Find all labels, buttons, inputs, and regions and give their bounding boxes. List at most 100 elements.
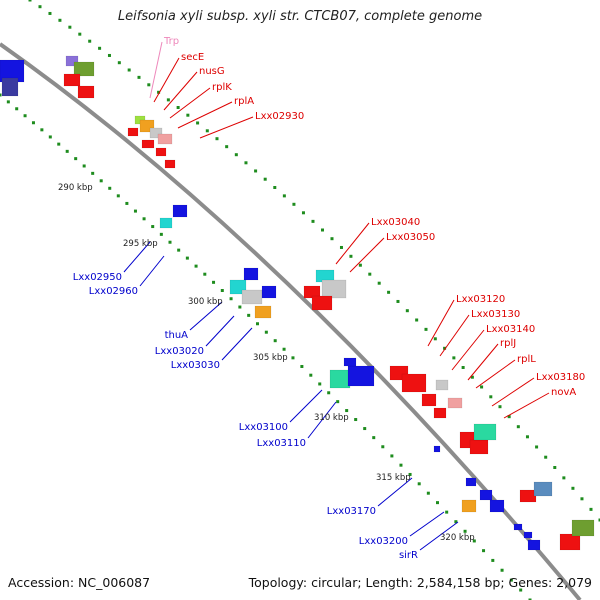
guide-dot	[516, 425, 520, 429]
map-title: Leifsonia xyli subsp. xyli str. CTCB07, …	[117, 9, 483, 24]
guide-dot	[108, 186, 112, 190]
guide-dot	[185, 256, 189, 260]
gene-label-sece: secE	[181, 52, 204, 63]
gene-label-thua: thuA	[165, 330, 189, 341]
guide-dot	[91, 171, 95, 175]
label-leader-line	[149, 41, 163, 99]
guide-dot	[40, 128, 44, 132]
guide-dot	[363, 427, 367, 431]
guide-dot	[234, 153, 238, 157]
gene-label-rplk: rplK	[212, 82, 232, 93]
guide-dot	[461, 366, 465, 369]
label-leader-line	[153, 57, 180, 103]
gene-label-nusg: nusG	[199, 66, 225, 77]
gene-label-lxx02930: Lxx02930	[255, 111, 304, 122]
gene-block	[461, 499, 477, 513]
guide-dot	[507, 415, 511, 419]
gene-block	[329, 369, 351, 389]
gene-block	[473, 423, 497, 441]
gene-block	[155, 147, 167, 157]
guide-dot	[589, 507, 593, 511]
gene-block	[435, 379, 449, 391]
gene-label-nova: novA	[551, 387, 576, 398]
guide-dot	[238, 305, 242, 309]
guide-dot	[452, 356, 456, 360]
guide-dot	[482, 549, 486, 553]
gene-block	[519, 489, 537, 503]
label-leader-line	[169, 87, 211, 119]
guide-dot	[387, 290, 391, 294]
guide-dot	[544, 455, 548, 459]
gene-block	[73, 61, 95, 77]
guide-dot	[225, 145, 229, 149]
guide-dot	[327, 391, 331, 395]
guide-dot	[68, 25, 72, 29]
guide-dot	[377, 281, 381, 285]
gene-label-lxx03130: Lxx03130	[471, 309, 520, 320]
gene-label-lxx03040: Lxx03040	[371, 217, 420, 228]
guide-dot	[489, 395, 493, 399]
gene-block	[243, 267, 259, 281]
gene-block	[489, 499, 505, 513]
tick-label: 290 kbp	[58, 183, 93, 193]
guide-dot	[330, 237, 334, 241]
guide-dot	[65, 149, 69, 153]
guide-dot	[133, 209, 137, 213]
gene-block	[77, 85, 95, 99]
gene-block	[523, 531, 533, 539]
gene-block	[559, 533, 581, 551]
label-leader-line	[177, 101, 233, 129]
gene-block	[447, 397, 463, 409]
label-leader-line	[467, 343, 499, 381]
guide-dot	[309, 373, 313, 377]
label-leader-line	[439, 314, 470, 357]
gene-label-lxx03200: Lxx03200	[359, 536, 408, 547]
gene-label-lxx03170: Lxx03170	[327, 506, 376, 517]
guide-dot	[424, 327, 428, 331]
label-leader-line	[221, 327, 253, 361]
tick-label: 315 kbp	[376, 473, 411, 483]
guide-dot	[48, 11, 52, 15]
genome-backbone	[0, 42, 582, 600]
guide-dot	[137, 75, 141, 79]
gene-block	[141, 139, 155, 149]
guide-dot	[480, 385, 484, 389]
guide-dot	[463, 529, 467, 533]
guide-dot	[151, 225, 155, 229]
gene-label-lxx03100: Lxx03100	[239, 422, 288, 433]
guide-dot	[472, 539, 476, 543]
guide-dot	[349, 254, 353, 258]
guide-dot	[282, 194, 286, 198]
guide-dot	[127, 68, 131, 72]
gene-block	[433, 445, 441, 453]
guide-dot	[166, 98, 170, 102]
guide-dot	[354, 418, 358, 422]
guide-dot	[229, 297, 233, 301]
guide-dot	[405, 309, 409, 313]
genes-value: 2,079	[556, 575, 592, 590]
guide-dot	[176, 106, 180, 109]
guide-dot	[194, 264, 198, 268]
guide-dot	[311, 219, 315, 223]
guide-dot	[58, 18, 62, 22]
label-leader-line	[205, 315, 235, 347]
guide-dot	[212, 280, 216, 284]
genes-label: ; Genes:	[500, 575, 557, 590]
guide-dot	[31, 121, 35, 125]
topology-value: circular	[311, 575, 358, 590]
guide-dot	[263, 177, 267, 181]
guide-dot	[470, 375, 474, 379]
guide-dot	[147, 83, 151, 87]
length-label: ; Length:	[357, 575, 417, 590]
label-leader-line	[491, 377, 535, 407]
gene-label-rpll: rplL	[517, 354, 536, 365]
guide-dot	[15, 107, 19, 111]
tick-label: 305 kbp	[253, 353, 288, 363]
guide-dot	[82, 164, 86, 168]
label-leader-line	[475, 359, 516, 389]
gene-block	[347, 365, 375, 387]
guide-dot	[519, 588, 523, 592]
label-leader-line	[123, 241, 151, 273]
label-leader-line	[409, 511, 445, 537]
